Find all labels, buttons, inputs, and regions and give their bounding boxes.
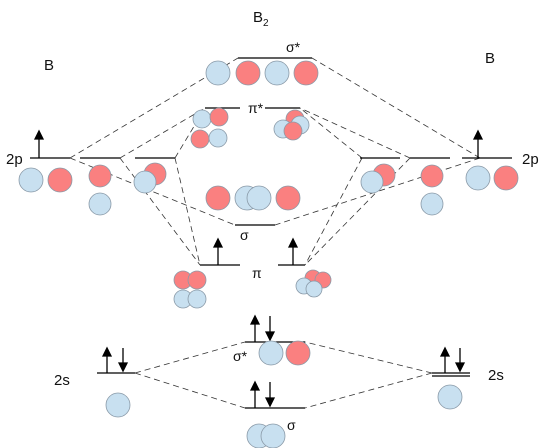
- electron-up-arrow: [439, 346, 451, 373]
- label-sigma-2s: σ: [287, 417, 296, 433]
- left-2p-label: 2p: [6, 151, 23, 168]
- dash-right-2s-sigma: [304, 372, 433, 409]
- dash-left-2s-sigma: [134, 372, 246, 409]
- electron-up-arrow: [249, 314, 261, 342]
- orbital-left-2s: [105, 392, 131, 418]
- electron-up-arrow: [101, 346, 113, 373]
- dash-right-2p-pi-star-a: [299, 107, 363, 159]
- label-pi-2p: π: [252, 265, 262, 281]
- title-molecule: B2: [253, 9, 269, 29]
- orbital-drawings: [18, 60, 519, 448]
- electron-up-arrow: [287, 237, 299, 265]
- right-2s-label: 2s: [488, 367, 504, 384]
- dash-right-2s-sigma-star: [304, 341, 433, 374]
- dash-left-2p-pi-a: [119, 157, 201, 266]
- dash-right-2p-pi-star-b: [299, 107, 411, 159]
- label-sigma-2p-star: σ*: [286, 39, 301, 55]
- electron-down-arrow: [264, 382, 276, 408]
- electron-up-arrow: [472, 129, 484, 158]
- orbital-sigma-2p-star: [205, 60, 319, 86]
- dash-right-2p-pi-a: [304, 157, 363, 266]
- electron-up-arrow: [33, 129, 45, 158]
- electron-down-arrow: [454, 348, 466, 373]
- dash-left-2p-pi-star-a: [119, 107, 206, 159]
- electrons: [33, 129, 484, 408]
- electron-up-arrow: [249, 380, 261, 408]
- orbital-pi-2p-star-right: [273, 109, 310, 141]
- electron-down-arrow: [264, 316, 276, 342]
- right-atom-label: B: [485, 50, 495, 67]
- orbital-right-2p: [360, 163, 519, 216]
- dash-left-2s-sigma-star: [134, 341, 246, 374]
- electron-down-arrow: [117, 348, 129, 373]
- left-2s-label: 2s: [54, 372, 70, 389]
- orbital-left-2p: [18, 162, 167, 216]
- dash-right-2p-sigma: [274, 157, 481, 226]
- orbital-pi-2p-left: [173, 270, 207, 309]
- orbital-sigma-2s-star: [258, 340, 311, 366]
- right-2p-label: 2p: [522, 151, 539, 168]
- orbital-right-2s: [437, 384, 463, 410]
- dash-left-2p-pi-b: [174, 157, 201, 266]
- orbital-pi-2p-star-left: [190, 107, 229, 149]
- label-sigma-2s-star: σ*: [233, 348, 248, 364]
- orbital-sigma-2s: [246, 423, 286, 448]
- orbital-pi-2p-right: [295, 269, 332, 298]
- label-pi-2p-star: π*: [248, 100, 264, 116]
- label-sigma-2p: σ: [240, 227, 249, 243]
- dash-right-2p-sigma-star: [311, 57, 481, 159]
- orbital-sigma-2p: [205, 185, 301, 211]
- left-atom-label: B: [44, 57, 54, 74]
- electron-up-arrow: [212, 237, 224, 265]
